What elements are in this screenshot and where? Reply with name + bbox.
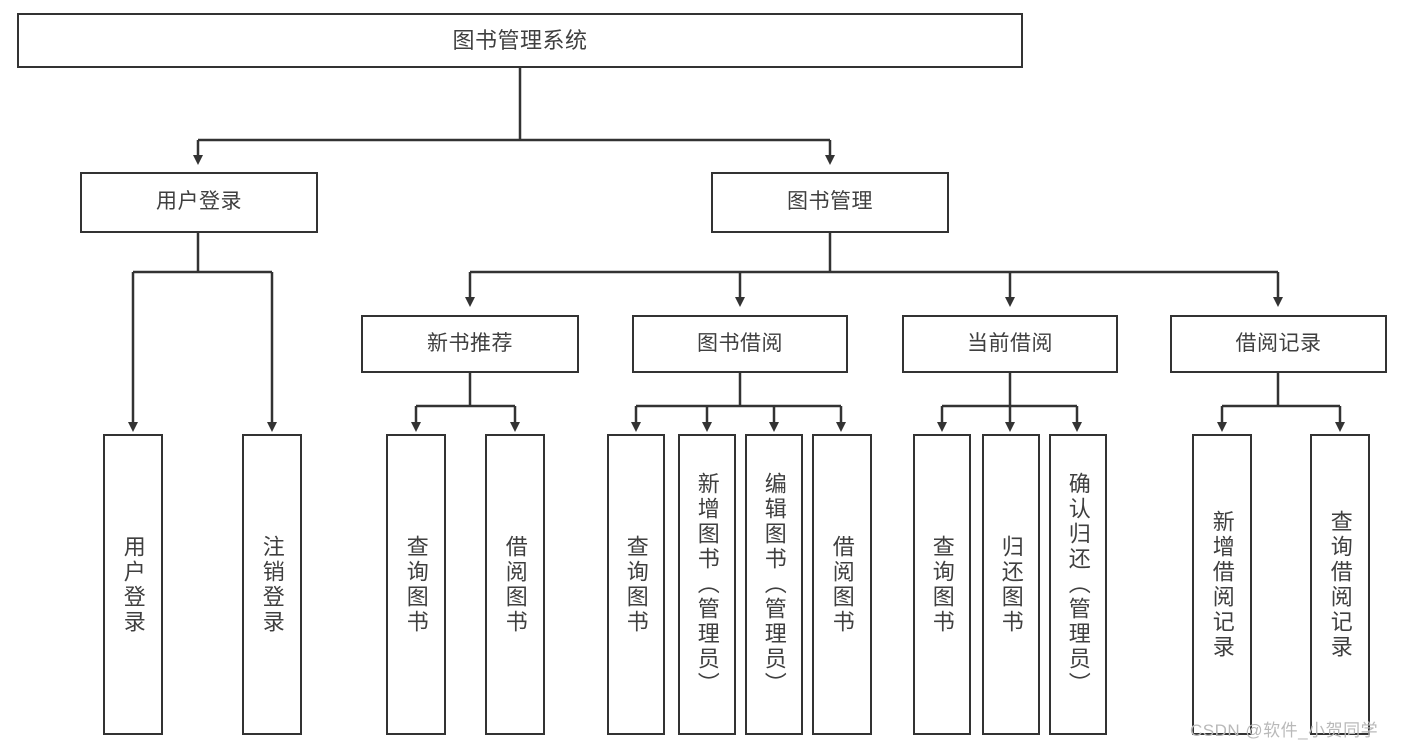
node-book-borrow[interactable]: 图书借阅 (632, 315, 848, 373)
leaf-borrow-add-book[interactable]: 新增图书（管理员） (678, 434, 736, 735)
leaf-borrow-edit-book[interactable]: 编辑图书（管理员） (745, 434, 803, 735)
node-user-login[interactable]: 用户登录 (80, 172, 318, 233)
leaf-recommend-borrow-book[interactable]: 借阅图书 (485, 434, 545, 735)
leaf-user-login-login-label: 用户登录 (120, 534, 146, 635)
leaf-borrow-add-book-label: 新增图书（管理员） (694, 472, 720, 697)
leaf-current-query-book[interactable]: 查询图书 (913, 434, 971, 735)
leaf-recommend-query-book[interactable]: 查询图书 (386, 434, 446, 735)
leaf-current-confirm-return-label: 确认归还（管理员） (1065, 472, 1091, 697)
leaf-borrow-borrow-book[interactable]: 借阅图书 (812, 434, 872, 735)
node-new-book-recommend-label: 新书推荐 (427, 331, 513, 355)
node-book-management-label: 图书管理 (787, 190, 873, 214)
leaf-user-login-login[interactable]: 用户登录 (103, 434, 163, 735)
leaf-record-add-record-label: 新增借阅记录 (1209, 509, 1235, 660)
node-borrow-record[interactable]: 借阅记录 (1170, 315, 1387, 373)
watermark-text: CSDN @软件_小贺同学 (1190, 721, 1379, 740)
leaf-borrow-query-book[interactable]: 查询图书 (607, 434, 665, 735)
node-root-system[interactable]: 图书管理系统 (17, 13, 1023, 68)
leaf-record-query-record[interactable]: 查询借阅记录 (1310, 434, 1370, 735)
node-book-management[interactable]: 图书管理 (711, 172, 949, 233)
leaf-record-query-record-label: 查询借阅记录 (1327, 509, 1353, 660)
leaf-user-login-logout[interactable]: 注销登录 (242, 434, 302, 735)
leaf-user-login-logout-label: 注销登录 (259, 534, 285, 635)
node-user-login-label: 用户登录 (156, 190, 242, 214)
leaf-borrow-query-book-label: 查询图书 (623, 534, 649, 635)
node-current-borrow-label: 当前借阅 (967, 331, 1053, 355)
leaf-recommend-borrow-book-label: 借阅图书 (502, 534, 528, 635)
leaf-borrow-borrow-book-label: 借阅图书 (829, 534, 855, 635)
leaf-current-return-book-label: 归还图书 (998, 534, 1024, 635)
node-root-system-label: 图书管理系统 (452, 27, 588, 53)
leaf-current-confirm-return[interactable]: 确认归还（管理员） (1049, 434, 1107, 735)
leaf-recommend-query-book-label: 查询图书 (403, 534, 429, 635)
node-current-borrow[interactable]: 当前借阅 (902, 315, 1118, 373)
leaf-current-query-book-label: 查询图书 (929, 534, 955, 635)
node-new-book-recommend[interactable]: 新书推荐 (361, 315, 579, 373)
leaf-current-return-book[interactable]: 归还图书 (982, 434, 1040, 735)
leaf-borrow-edit-book-label: 编辑图书（管理员） (761, 472, 787, 697)
leaf-record-add-record[interactable]: 新增借阅记录 (1192, 434, 1252, 735)
node-book-borrow-label: 图书借阅 (697, 331, 783, 355)
node-borrow-record-label: 借阅记录 (1235, 331, 1322, 355)
